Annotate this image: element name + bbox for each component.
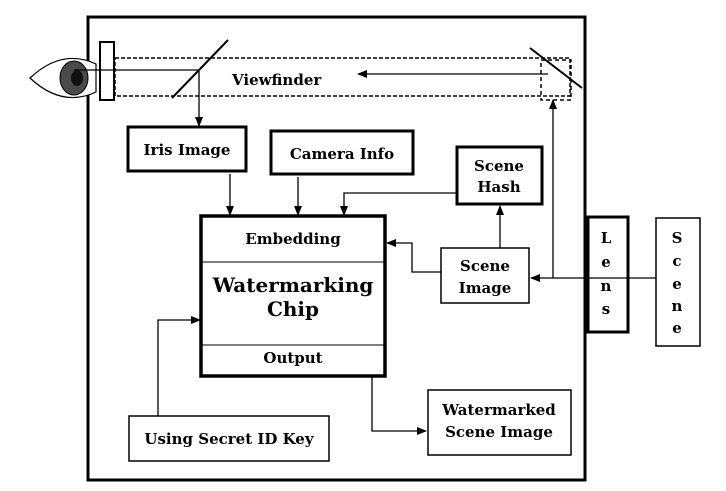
watermarked-line2: Scene Image <box>445 423 553 441</box>
scene-image-box <box>440 247 530 304</box>
scene-image-to-chip-arrow <box>386 239 441 273</box>
viewfinder-right-end <box>540 59 572 101</box>
camera-info-label: Camera Info <box>290 145 394 163</box>
lens-letter-4: s <box>602 300 610 318</box>
eyepiece <box>99 41 115 101</box>
watermarking-chip <box>199 214 387 378</box>
scene-letter-3: e <box>672 275 682 293</box>
iris-image-label: Iris Image <box>144 141 231 159</box>
eye-icon <box>29 57 97 99</box>
scene-letter-4: n <box>672 297 683 315</box>
right-mirror <box>529 47 583 89</box>
scene-hash-line2: Hash <box>477 178 520 196</box>
chip-title-line1: Watermarking <box>212 273 374 297</box>
scene-letter-1: S <box>672 229 683 247</box>
viewfinder-label: Viewfinder <box>231 71 322 89</box>
embedding-label: Embedding <box>245 230 341 248</box>
camera-info-box <box>269 129 415 176</box>
scene-hash-to-chip-arrow <box>340 192 457 216</box>
scene-image-line1: Scene <box>460 257 510 275</box>
watermarked-image-box <box>427 389 572 456</box>
scene-letter-2: c <box>672 252 681 270</box>
lens-letter-2: e <box>601 253 611 271</box>
output-to-watermarked-arrow <box>371 376 427 435</box>
lens-box <box>586 215 630 334</box>
secret-key-label: Using Secret ID Key <box>144 430 314 448</box>
lens-letter-1: L <box>601 229 612 247</box>
secret-key-to-chip-arrow <box>157 316 201 416</box>
iris-image-box <box>126 125 248 173</box>
lens-letter-3: n <box>601 277 612 295</box>
watermarked-line1: Watermarked <box>441 401 556 419</box>
scene-hash-line1: Scene <box>474 157 524 175</box>
secret-key-box <box>128 415 330 462</box>
camera-body <box>86 15 587 482</box>
left-mirror <box>171 39 229 99</box>
viewfinder-channel <box>114 57 571 97</box>
scene-hash-box <box>455 145 544 206</box>
output-label: Output <box>263 349 322 367</box>
scene-image-line2: Image <box>459 279 512 297</box>
chip-title-line2: Chip <box>267 297 319 321</box>
scene-letter-5: e <box>672 319 682 337</box>
scene-box <box>655 217 701 347</box>
